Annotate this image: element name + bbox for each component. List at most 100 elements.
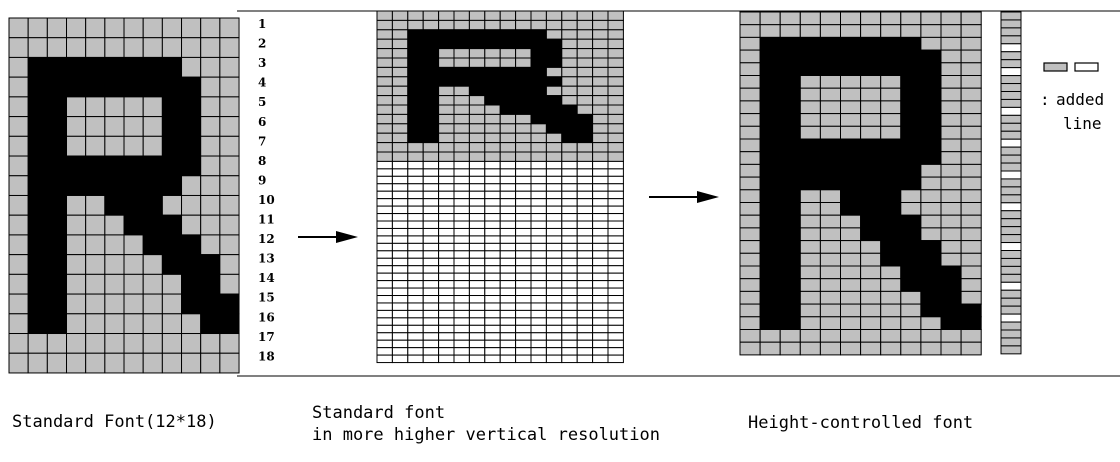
glyph-pixel-off [438, 123, 455, 134]
empty-cell [607, 190, 624, 200]
glyph-pixel-on [515, 104, 532, 115]
glyph-pixel-off [880, 100, 902, 115]
glyph-pixel-off [468, 142, 486, 153]
row-number: 6 [258, 115, 266, 129]
glyph-pixel-off [438, 10, 455, 21]
glyph-pixel-off [739, 75, 761, 89]
glyph-pixel-on [453, 29, 470, 40]
glyph-pixel-off [576, 10, 594, 21]
glyph-pixel-on [484, 85, 501, 97]
legend-line: line [1063, 114, 1102, 133]
glyph-pixel-off [468, 113, 486, 125]
glyph-pixel-off [515, 132, 532, 144]
glyph-pixel-on [422, 29, 440, 40]
empty-cell [376, 309, 393, 319]
empty-cell [545, 242, 563, 252]
glyph-pixel-on [860, 138, 882, 153]
original-line-cell [1000, 218, 1022, 228]
glyph-pixel-on [407, 29, 424, 40]
glyph-pixel-off [219, 254, 240, 275]
glyph-pixel-off [799, 278, 821, 292]
arrow-2-head [697, 191, 719, 203]
empty-cell [515, 265, 532, 274]
glyph-pixel-on [46, 96, 68, 118]
empty-cell [515, 324, 532, 334]
glyph-pixel-off [592, 113, 609, 125]
glyph-pixel-on [940, 290, 962, 305]
original-line-cell [1000, 162, 1022, 172]
glyph-pixel-on [422, 57, 440, 68]
glyph-pixel-off [860, 125, 882, 140]
glyph-pixel-on [530, 57, 547, 68]
glyph-pixel-off [819, 24, 842, 38]
glyph-pixel-on [759, 163, 781, 178]
added-line-cell [1000, 43, 1022, 53]
glyph-pixel-off [438, 95, 455, 106]
glyph-pixel-off [840, 227, 862, 242]
glyph-pixel-off [85, 194, 106, 216]
glyph-pixel-on [123, 214, 144, 236]
empty-cell [484, 280, 501, 289]
glyph-pixel-off [576, 85, 594, 97]
empty-cell [468, 205, 486, 215]
empty-cell [592, 287, 609, 297]
glyph-pixel-off [860, 240, 882, 254]
glyph-pixel-off [161, 37, 183, 58]
glyph-pixel-off [515, 142, 532, 153]
glyph-pixel-on [142, 76, 163, 98]
glyph-pixel-off [499, 57, 517, 68]
glyph-pixel-off [391, 123, 409, 134]
empty-cell [545, 168, 563, 177]
empty-cell [438, 235, 455, 244]
empty-cell [438, 347, 455, 356]
empty-cell [422, 332, 440, 341]
glyph-pixel-on [880, 252, 902, 267]
empty-cell [438, 198, 455, 207]
standard-font-grid [8, 17, 240, 374]
glyph-pixel-off [819, 214, 842, 229]
glyph-pixel-on [46, 135, 68, 157]
glyph-pixel-off [819, 202, 842, 216]
glyph-pixel-on [759, 125, 781, 140]
glyph-pixel-on [123, 194, 144, 216]
glyph-pixel-off [66, 234, 87, 256]
glyph-pixel-on [545, 57, 563, 68]
glyph-pixel-off [840, 290, 862, 305]
glyph-pixel-off [561, 85, 578, 97]
glyph-pixel-on [561, 123, 578, 134]
glyph-pixel-off [739, 252, 761, 267]
empty-cell [438, 295, 455, 304]
glyph-pixel-on [920, 87, 942, 102]
empty-cell [391, 160, 409, 170]
glyph-pixel-off [104, 234, 125, 256]
empty-cell [468, 190, 486, 200]
empty-cell [545, 198, 563, 207]
glyph-pixel-on [530, 104, 547, 115]
empty-cell [499, 280, 517, 289]
empty-cell [515, 317, 532, 326]
row-number: 11 [258, 213, 275, 227]
glyph-pixel-off [900, 189, 922, 204]
glyph-pixel-off [561, 142, 578, 153]
empty-cell [499, 250, 517, 259]
empty-cell [484, 302, 501, 311]
empty-cell [376, 324, 393, 334]
glyph-pixel-off [142, 17, 163, 39]
row-number: 4 [258, 76, 266, 90]
glyph-pixel-on [499, 38, 517, 50]
glyph-pixel-off [181, 214, 202, 236]
glyph-pixel-off [607, 132, 624, 144]
empty-cell [407, 213, 424, 222]
glyph-pixel-off [840, 303, 862, 318]
glyph-pixel-off [960, 49, 982, 64]
empty-cell [515, 168, 532, 177]
empty-cell [468, 309, 486, 319]
glyph-pixel-on [759, 278, 781, 292]
empty-cell [391, 198, 409, 207]
glyph-pixel-off [530, 151, 547, 162]
empty-cell [499, 287, 517, 297]
empty-cell [422, 190, 440, 200]
glyph-pixel-off [880, 113, 902, 127]
empty-cell [530, 309, 547, 319]
